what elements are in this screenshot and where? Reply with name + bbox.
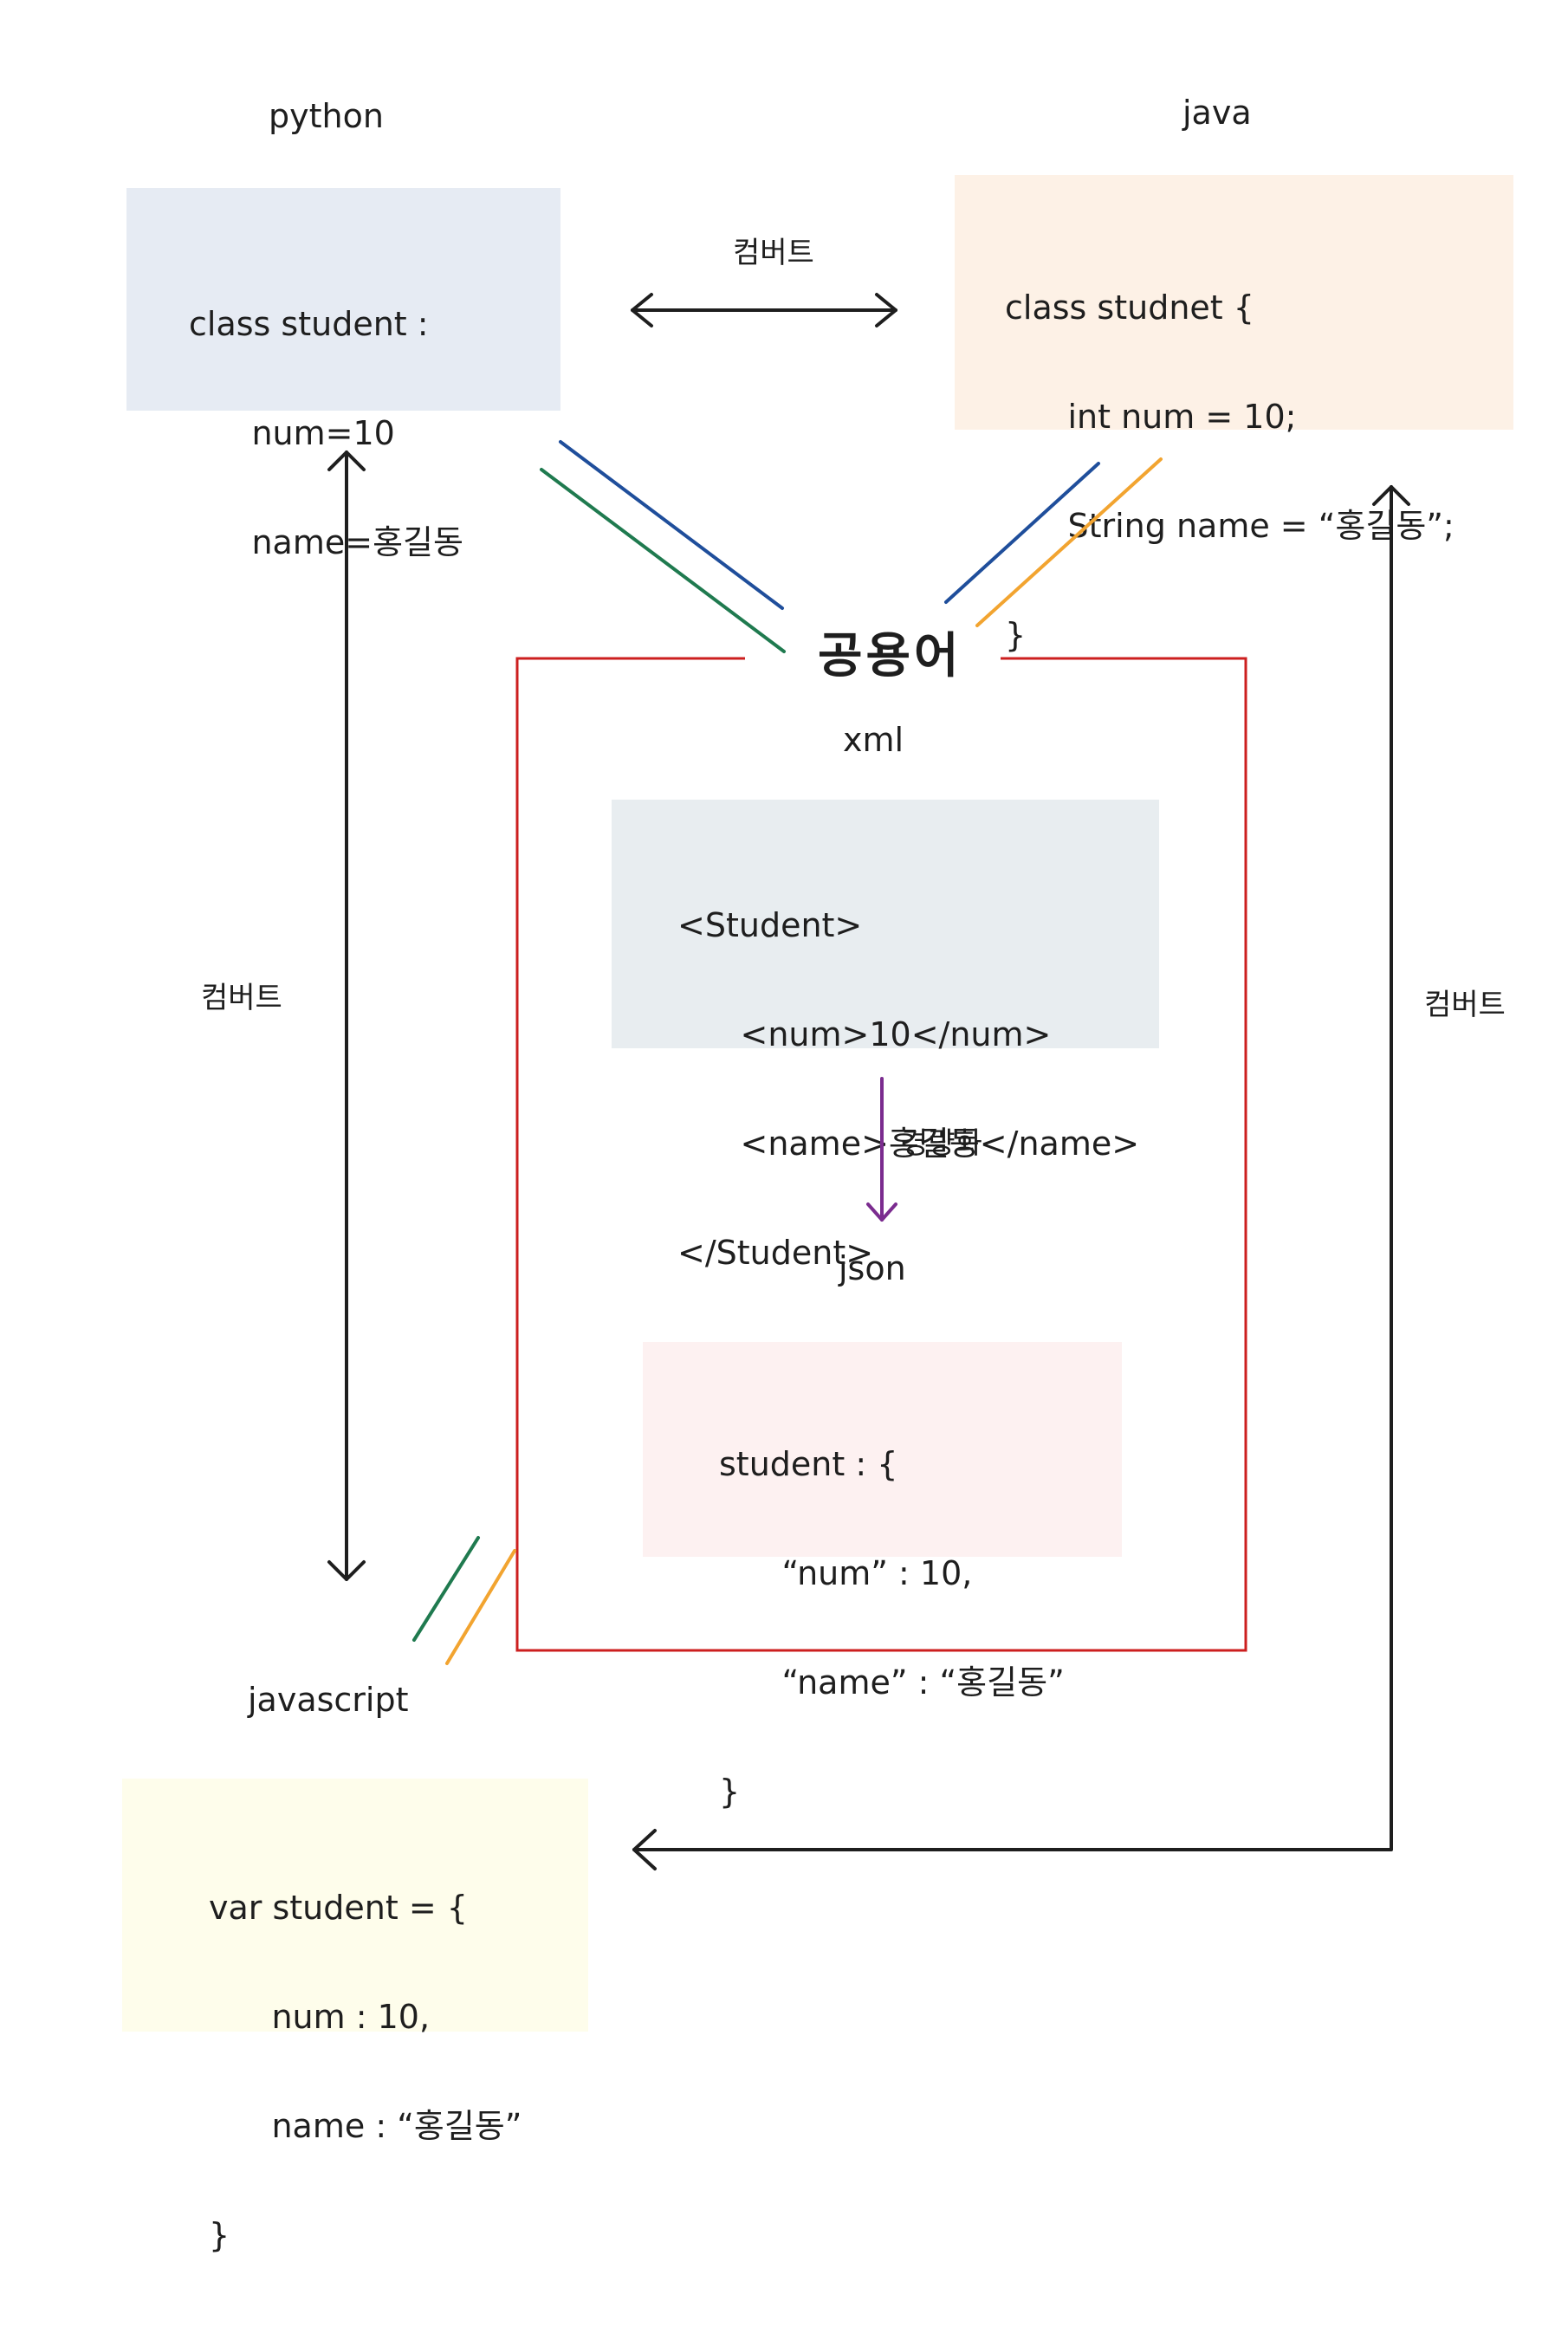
json-code-line: student : { [719,1445,898,1483]
java-code-line: int num = 10; [1005,398,1297,436]
convert-arrow-top [631,293,897,327]
xml-code-line: <num>10</num> [677,1015,1052,1053]
java-title: java [1182,94,1252,132]
javascript-code-box: var student = { num : 10, name : “홍길동” } [122,1779,588,2253]
xml-code-box: <Student> <num>10</num> <name>홍길동</name>… [612,800,1159,1271]
common-language-title: 공용어 [818,628,962,684]
javascript-code-line: } [209,2216,230,2254]
xml-code-line: </Student> [677,1234,874,1272]
python-code-line: name=홍길동 [189,523,463,561]
convert-label-top: 컴버트 [733,236,814,270]
javascript-code-line: name : “홍길동” [209,2107,522,2145]
python-code-line: num=10 [189,414,395,452]
json-code: student : { “num” : 10, “name” : “홍길동” } [719,1373,1065,1883]
java-connector-orange [975,457,1163,627]
java-code: class studnet { int num = 10; String nam… [1005,217,1455,726]
python-title: python [269,97,384,135]
json-code-box: student : { “num” : 10, “name” : “홍길동” } [643,1342,1122,1810]
javascript-title: javascript [248,1681,409,1719]
python-code: class student : num=10 name=홍길동 [189,233,463,633]
convert-label-right: 컴버트 [1424,988,1506,1022]
javascript-connector-orange [445,1549,516,1665]
javascript-code-line: var student = { [209,1889,468,1927]
connectors-layer [327,293,1410,1870]
javascript-connector-green [412,1536,480,1642]
lightweight-label: 경량화 [901,1126,982,1161]
java-code-line: } [1005,616,1027,654]
json-code-line: “name” : “홍길동” [719,1663,1065,1701]
python-code-box: class student : num=10 name=홍길동 [126,188,560,561]
python-connector-blue [559,440,784,610]
python-code-line: class student : [189,305,429,343]
java-code-box: class studnet { int num = 10; String nam… [955,175,1513,653]
xml-title: xml [843,721,904,759]
convert-arrow-left [327,450,366,1581]
xml-code-line: <name>홍길동</name> [677,1125,1140,1163]
xml-code: <Student> <num>10</num> <name>홍길동</name>… [677,834,1139,1344]
java-connector-blue [944,462,1100,604]
convert-arrow-right [632,485,1410,1870]
xml-code-line: <Student> [677,906,863,944]
javascript-code-line: num : 10, [209,1998,431,2036]
json-code-line: } [719,1773,741,1811]
convert-label-left: 컴버트 [201,981,282,1015]
json-title: json [839,1249,906,1287]
java-code-line: class studnet { [1005,288,1254,327]
json-code-line: “num” : 10, [719,1554,973,1592]
python-connector-green [540,468,786,653]
java-code-line: String name = “홍길동”; [1005,507,1455,545]
common-language-frame [515,657,1247,1652]
lightweight-arrow [866,1077,897,1222]
